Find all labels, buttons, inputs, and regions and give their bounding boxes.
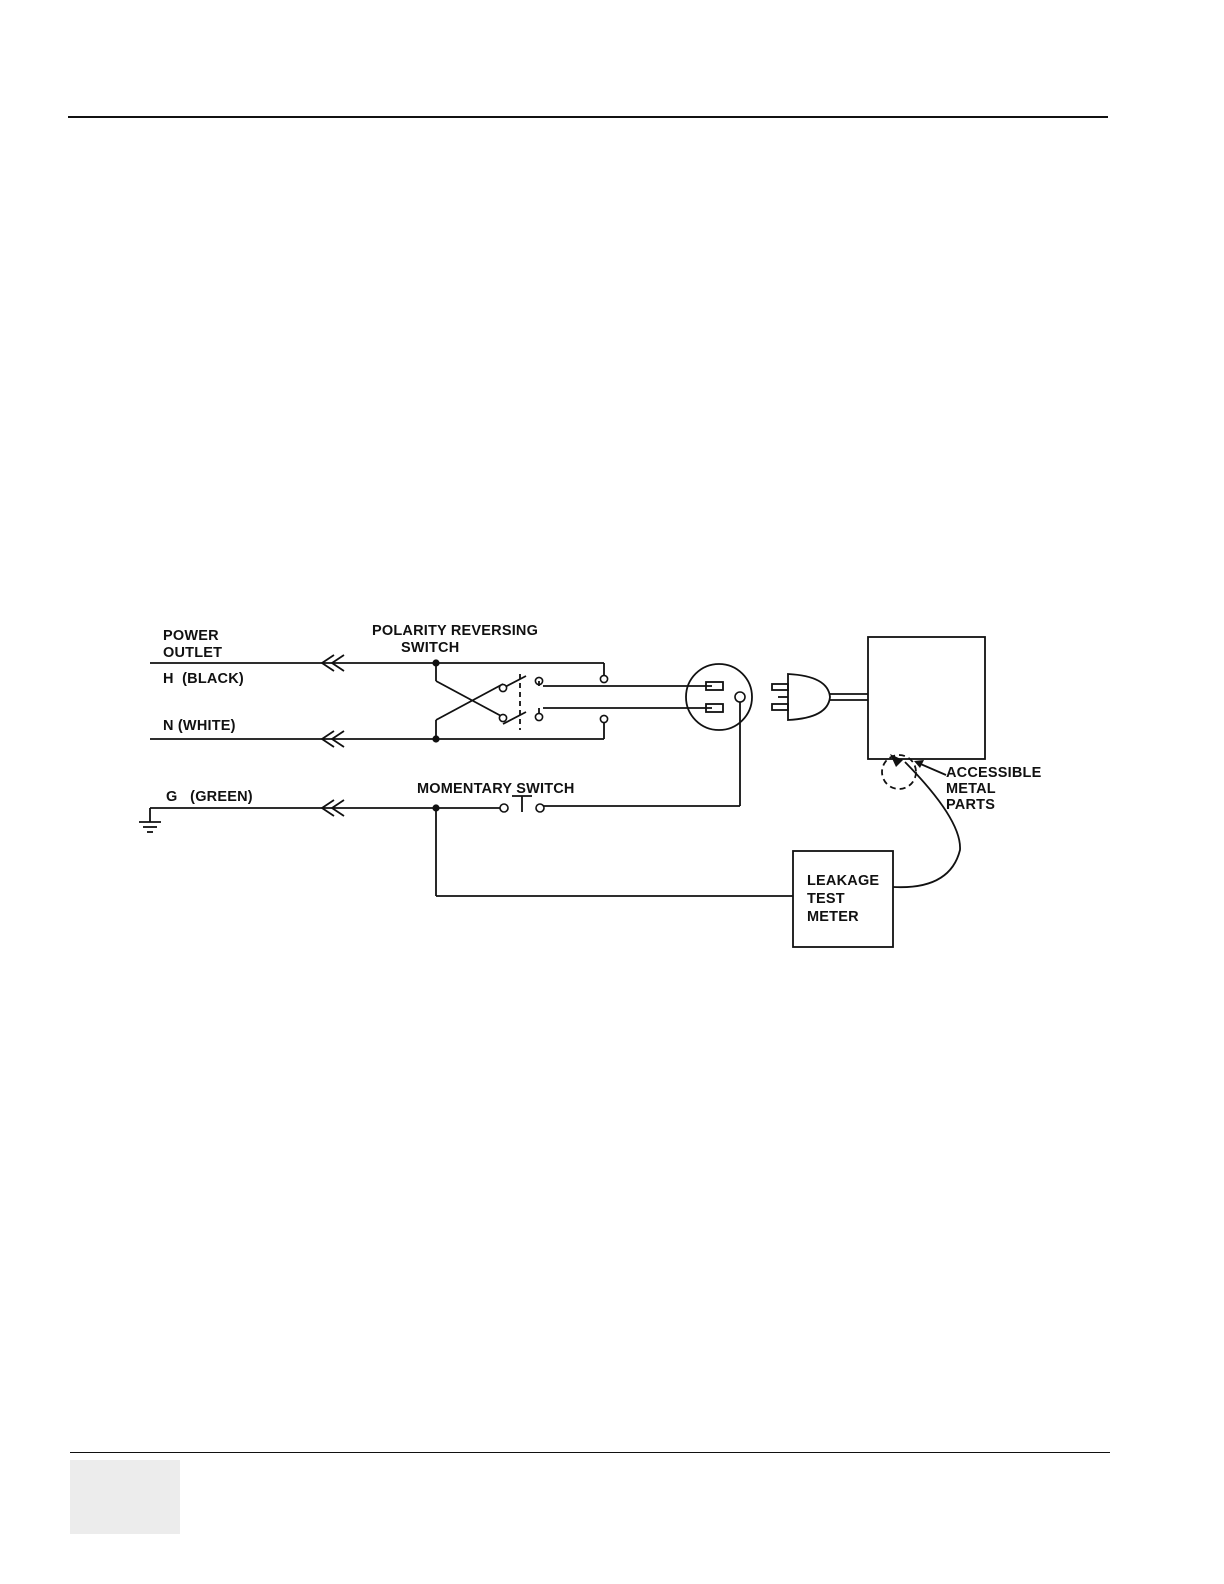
meter-label-2: TEST	[807, 891, 845, 907]
accessible-parts-label-2: METAL	[946, 781, 996, 797]
hot-label: H (BLACK)	[163, 671, 244, 687]
device-plug	[772, 674, 868, 720]
meter-label-3: METER	[807, 909, 859, 925]
footer-rule	[70, 1452, 1110, 1453]
ground-label: G (GREEN)	[166, 789, 253, 805]
accessible-parts-label-3: PARTS	[946, 797, 995, 813]
accessible-parts-label: ACCESSIBLE	[946, 765, 1042, 781]
meter-label: LEAKAGE	[807, 873, 879, 889]
polarity-reversing-switch	[432, 659, 607, 742]
momentary-switch	[432, 796, 544, 812]
power-outlet-label-2: OUTLET	[163, 645, 222, 661]
polarity-switch-label: POLARITY REVERSING	[372, 623, 538, 639]
accessible-parts-pointer	[914, 760, 946, 775]
momentary-switch-label: MOMENTARY SWITCH	[417, 781, 575, 797]
neutral-label: N (WHITE)	[163, 718, 236, 734]
page-tab-box	[70, 1460, 180, 1534]
power-outlet-label: POWER	[163, 628, 219, 644]
polarity-switch-label-2: SWITCH	[401, 640, 459, 656]
